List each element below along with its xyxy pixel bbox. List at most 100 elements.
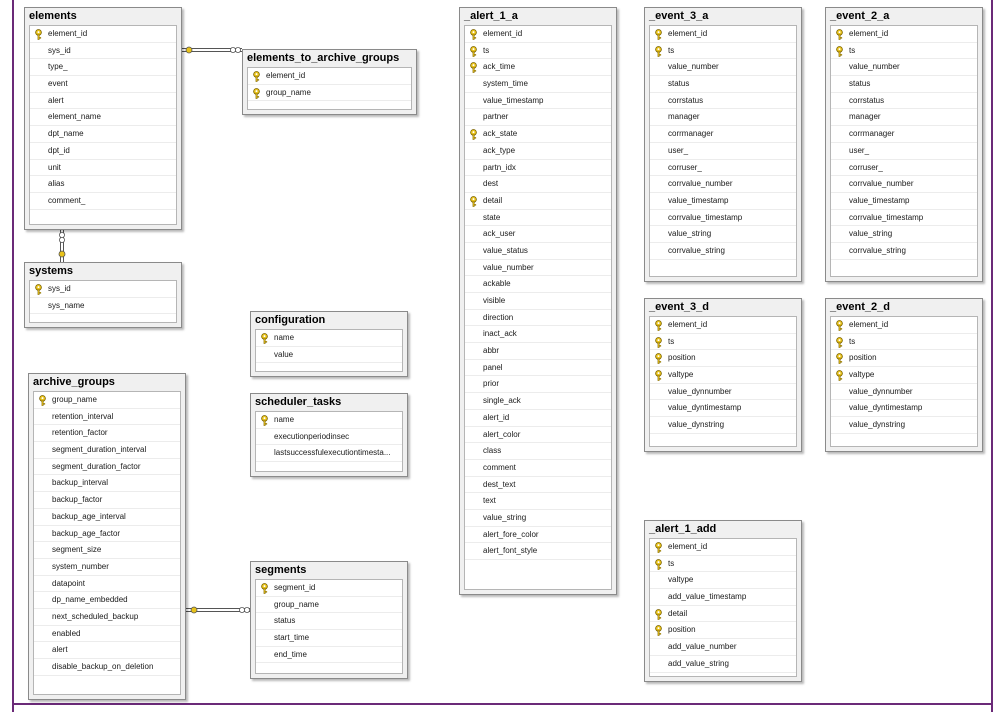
column-row[interactable]: corrvalue_timestamp: [650, 210, 796, 227]
column-row[interactable]: class: [465, 443, 611, 460]
column-row[interactable]: enabled: [34, 626, 180, 643]
column-row[interactable]: valtype: [831, 367, 977, 384]
column-row[interactable]: value_timestamp: [465, 93, 611, 110]
column-row[interactable]: value_number: [650, 59, 796, 77]
column-row[interactable]: ack_type: [465, 143, 611, 160]
column-row[interactable]: status: [256, 613, 402, 631]
column-row[interactable]: event: [30, 76, 176, 93]
column-row[interactable]: value_timestamp: [831, 193, 977, 210]
table-title[interactable]: _event_2_a: [830, 10, 890, 22]
column-row[interactable]: retention_interval: [34, 409, 180, 426]
column-row[interactable]: segment_id: [256, 580, 402, 597]
column-row[interactable]: corrstatus: [650, 93, 796, 110]
column-row[interactable]: element_id: [831, 26, 977, 43]
column-row[interactable]: end_time: [256, 647, 402, 664]
column-row[interactable]: value_number: [465, 260, 611, 277]
table-title[interactable]: archive_groups: [33, 376, 115, 388]
column-row[interactable]: backup_interval: [34, 475, 180, 493]
column-row[interactable]: lastsuccessfulexecutiontimesta...: [256, 445, 402, 463]
table-title[interactable]: _event_3_d: [649, 301, 709, 313]
column-row[interactable]: value_number: [831, 59, 977, 77]
column-row[interactable]: element_id: [831, 317, 977, 334]
column-row[interactable]: ts: [650, 334, 796, 351]
column-row[interactable]: alias: [30, 176, 176, 193]
column-row[interactable]: group_name: [34, 392, 180, 409]
column-row[interactable]: alert_fore_color: [465, 527, 611, 544]
column-row[interactable]: value_status: [465, 243, 611, 260]
column-row[interactable]: add_value_string: [650, 656, 796, 673]
column-row[interactable]: segment_duration_factor: [34, 459, 180, 476]
column-row[interactable]: element_id: [650, 26, 796, 43]
column-row[interactable]: system_time: [465, 76, 611, 93]
column-row[interactable]: sys_name: [30, 298, 176, 315]
column-row[interactable]: status: [650, 76, 796, 93]
column-row[interactable]: dpt_id: [30, 143, 176, 160]
table-title[interactable]: configuration: [255, 314, 326, 326]
table-title[interactable]: _alert_1_add: [649, 523, 717, 535]
column-row[interactable]: user_: [831, 143, 977, 160]
column-row[interactable]: add_value_timestamp: [650, 589, 796, 606]
column-row[interactable]: user_: [650, 143, 796, 160]
column-row[interactable]: manager: [831, 109, 977, 127]
column-row[interactable]: panel: [465, 360, 611, 377]
column-row[interactable]: retention_factor: [34, 425, 180, 443]
column-row[interactable]: dpt_name: [30, 126, 176, 143]
column-row[interactable]: segment_size: [34, 542, 180, 559]
column-row[interactable]: name: [256, 330, 402, 347]
column-row[interactable]: value_timestamp: [650, 193, 796, 210]
column-row[interactable]: manager: [650, 109, 796, 127]
column-row[interactable]: dest: [465, 176, 611, 193]
table-title[interactable]: _event_2_d: [830, 301, 890, 313]
column-row[interactable]: detail: [650, 606, 796, 623]
column-row[interactable]: corrmanager: [650, 126, 796, 143]
column-row[interactable]: value_string: [650, 226, 796, 243]
column-row[interactable]: element_id: [465, 26, 611, 43]
column-row[interactable]: position: [650, 622, 796, 640]
relationship-elements-to-archive-groups-link[interactable]: [182, 46, 242, 54]
column-row[interactable]: value_dynstring: [831, 417, 977, 434]
column-row[interactable]: alert_font_style: [465, 543, 611, 560]
column-row[interactable]: alert_color: [465, 427, 611, 444]
column-row[interactable]: corruser_: [831, 160, 977, 177]
column-row[interactable]: disable_backup_on_deletion: [34, 659, 180, 676]
column-row[interactable]: group_name: [248, 85, 411, 102]
column-row[interactable]: inact_ack: [465, 326, 611, 344]
column-row[interactable]: ack_user: [465, 226, 611, 243]
column-row[interactable]: ack_time: [465, 59, 611, 77]
column-row[interactable]: ts: [831, 43, 977, 60]
column-row[interactable]: partn_idx: [465, 160, 611, 177]
column-row[interactable]: comment: [465, 460, 611, 477]
column-row[interactable]: detail: [465, 193, 611, 210]
column-row[interactable]: direction: [465, 310, 611, 327]
column-row[interactable]: name: [256, 412, 402, 429]
column-row[interactable]: position: [650, 350, 796, 368]
column-row[interactable]: valtype: [650, 367, 796, 384]
column-row[interactable]: corrvalue_string: [650, 243, 796, 260]
column-row[interactable]: alert_id: [465, 410, 611, 427]
column-row[interactable]: element_id: [30, 26, 176, 43]
column-row[interactable]: value: [256, 347, 402, 364]
relationship-elements-systems-link[interactable]: [58, 230, 66, 262]
column-row[interactable]: dest_text: [465, 477, 611, 494]
column-row[interactable]: add_value_number: [650, 639, 796, 656]
column-row[interactable]: prior: [465, 376, 611, 394]
table-title[interactable]: segments: [255, 564, 307, 576]
column-row[interactable]: executionperiodinsec: [256, 429, 402, 446]
column-row[interactable]: ts: [650, 43, 796, 60]
column-row[interactable]: corrvalue_number: [650, 176, 796, 193]
column-row[interactable]: backup_age_factor: [34, 526, 180, 543]
column-row[interactable]: position: [831, 350, 977, 368]
column-row[interactable]: sys_id: [30, 43, 176, 60]
column-row[interactable]: unit: [30, 160, 176, 177]
table-title[interactable]: elements: [29, 10, 77, 22]
column-row[interactable]: dp_name_embedded: [34, 592, 180, 609]
